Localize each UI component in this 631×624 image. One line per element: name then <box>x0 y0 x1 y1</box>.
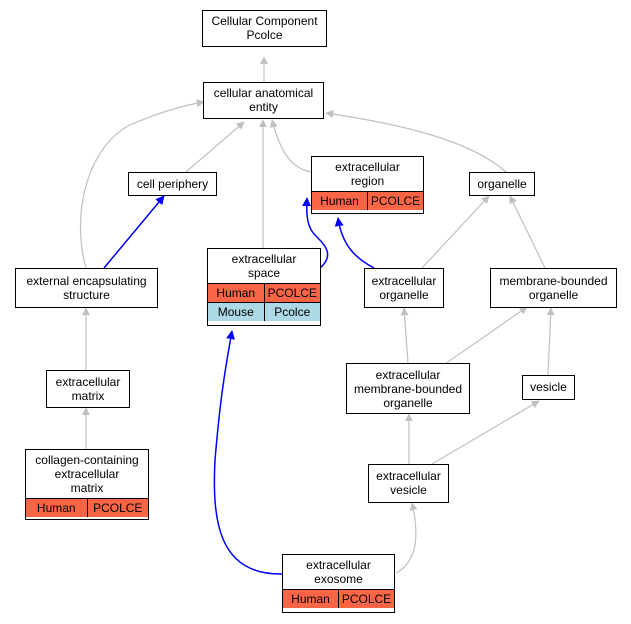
node-line: extracellular <box>306 558 371 572</box>
species-cell: Human <box>26 499 87 517</box>
gene-cell: PCOLCE <box>86 499 148 517</box>
edge-membrane-bounded-to-organelle <box>509 195 546 269</box>
node-vesicle[interactable]: vesicle <box>522 375 575 400</box>
species-cell: Human <box>208 284 264 302</box>
edge-ec-organelle-to-organelle <box>421 195 490 269</box>
node-line: space <box>247 266 281 280</box>
node-line: cellular anatomical <box>213 86 314 100</box>
node-line: extracellular <box>55 375 121 389</box>
edge-external-part-of-periphery <box>103 195 165 269</box>
node-line: region <box>350 174 385 188</box>
node-line: extracellular <box>371 274 437 288</box>
edge-ec-organelle-part-of-region <box>334 217 375 269</box>
node-line: matrix <box>71 389 105 403</box>
edge-ec-vesicle-to-vesicle <box>431 400 540 465</box>
node-line: Cellular Component <box>211 14 318 28</box>
species-cell: Human <box>312 192 367 210</box>
edge-cell-periphery-to-anatomical <box>185 121 245 173</box>
node-line: extracellular <box>231 252 297 266</box>
node-line: organelle <box>383 396 433 410</box>
node-line: vesicle <box>530 380 567 394</box>
node-line: entity <box>249 100 278 114</box>
gene-cell: PCOLCE <box>367 192 423 210</box>
edge-external-to-anatomical <box>79 99 205 269</box>
node-line: organelle <box>379 288 429 302</box>
node-line: extracellular <box>376 469 441 483</box>
gene-cell: Pcolce <box>263 303 320 321</box>
edge-space-part-of-region <box>302 197 329 269</box>
node-line: external encapsulating <box>26 274 147 288</box>
node-line: matrix <box>70 481 104 495</box>
node-organelle[interactable]: organelle <box>469 172 535 196</box>
node-line: organelle <box>528 288 579 302</box>
edge-organelle-to-anatomical <box>325 110 507 173</box>
node-line: extracellular <box>375 368 441 382</box>
node-line: membrane-bounded <box>499 274 608 288</box>
node-line: structure <box>63 288 110 302</box>
node-line: organelle <box>477 177 527 191</box>
edge-region-to-anatomical <box>269 119 312 173</box>
node-cell-periphery[interactable]: cell periphery <box>128 172 217 196</box>
node-line: membrane-bounded <box>353 382 463 396</box>
gene-cell: PCOLCE <box>338 590 394 608</box>
node-line: cell periphery <box>136 177 209 191</box>
node-line: extracellular <box>54 467 120 481</box>
node-line: exosome <box>314 572 363 586</box>
node-line: vesicle <box>390 483 427 497</box>
edge-vesicle-to-membrane-bounded <box>546 307 555 376</box>
edge-ec-membrane-to-membrane-bounded <box>444 306 528 365</box>
edge-ec-membrane-to-ec-organelle <box>400 307 409 364</box>
gene-cell: PCOLCE <box>263 284 320 302</box>
node-line: extracellular <box>335 160 400 174</box>
species-cell: Mouse <box>208 303 264 321</box>
node-line: collagen-containing <box>35 453 139 467</box>
node-line: Pcolce <box>246 28 283 42</box>
species-cell: Human <box>283 590 338 608</box>
edge-exosome-part-of-space <box>213 330 283 575</box>
edge-exosome-to-ec-vesicle <box>395 502 418 574</box>
